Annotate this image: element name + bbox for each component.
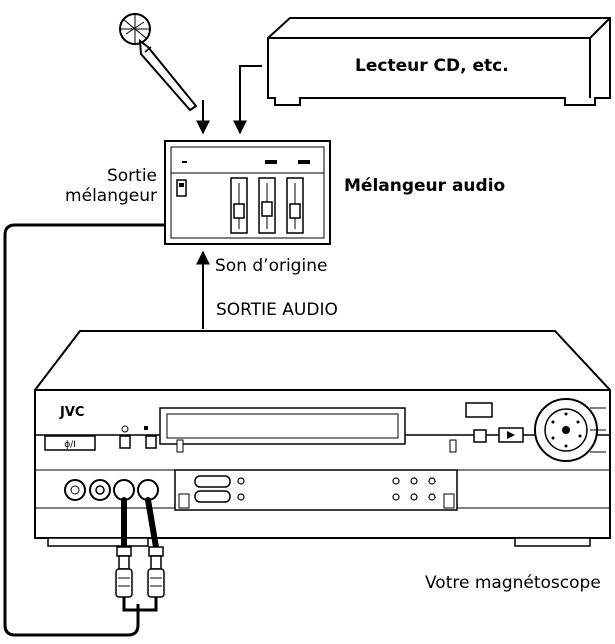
power-button (44, 435, 96, 451)
stop-button (473, 429, 487, 443)
s-video-jack (64, 479, 86, 501)
vcr: ϕ/I (34, 330, 611, 547)
vcr-brand-logo: JVC (60, 405, 85, 420)
display-panel (465, 402, 493, 418)
front-av-inputs (64, 479, 159, 501)
microphone-icon (119, 13, 198, 112)
jog-dial-icon (534, 398, 598, 462)
audio-mixer (164, 140, 331, 245)
timer-button (119, 435, 131, 449)
mixer-fader-1 (230, 177, 248, 234)
mixer-fader-3 (286, 177, 304, 234)
mixer-output-label-line2: mélangeur (65, 186, 157, 206)
original-sound-label: Son d’origine (215, 256, 328, 276)
audio-out-label: SORTIE AUDIO (216, 300, 338, 320)
cassette-slot (159, 407, 406, 445)
mixer-output-label-line1: Sortie (106, 166, 157, 186)
video-jack (89, 479, 111, 501)
cd-player (267, 17, 611, 106)
rca-cable-left (115, 497, 138, 612)
cd-to-mixer-arrow (233, 65, 262, 135)
audio-right-jack (137, 479, 159, 501)
vcr-label: Votre magnétoscope (425, 573, 601, 593)
mixer-fader-2 (258, 177, 276, 234)
rec-button (145, 435, 157, 449)
rca-cable-right (138, 497, 165, 612)
svg-text:ϕ/I: ϕ/I (64, 440, 76, 450)
mixer-output-cable (3, 223, 165, 637)
cd-player-label: Lecteur CD, etc. (355, 56, 509, 76)
mixer-label: Mélangeur audio (344, 176, 506, 196)
